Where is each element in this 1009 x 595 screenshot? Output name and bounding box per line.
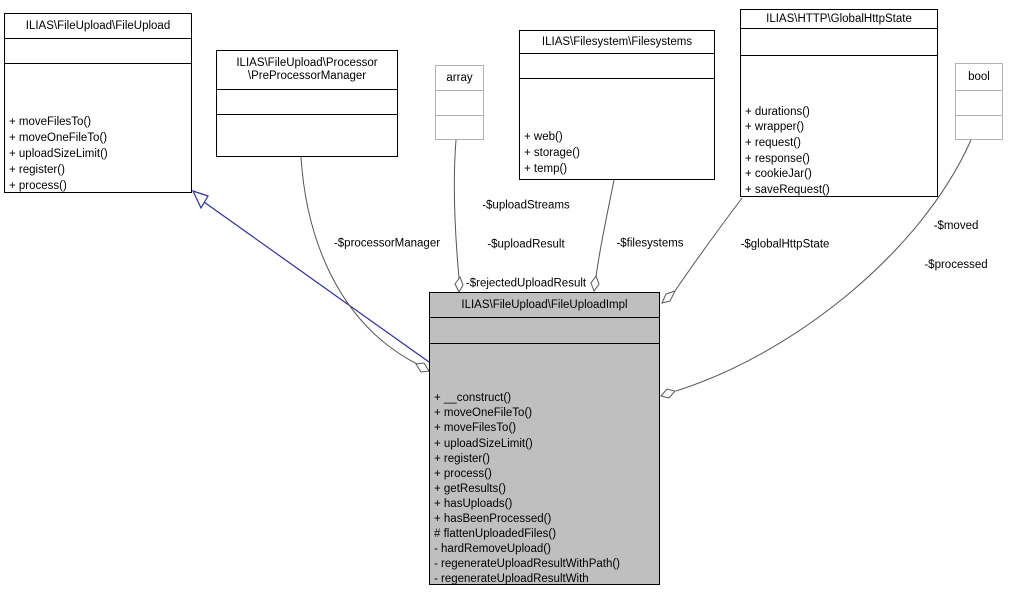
method-item: + getResults()	[434, 482, 506, 495]
class-title-line: ILIAS\FileUpload\Processor	[236, 57, 378, 69]
aggregation-diamond-icon	[661, 290, 676, 304]
method-item: + __construct()	[434, 392, 512, 405]
class-title: array	[436, 66, 483, 91]
edge-label-line: -$uploadResult	[487, 238, 565, 251]
class-node-filesystems[interactable]: ILIAS\Filesystem\Filesystems + web() + st…	[519, 30, 715, 180]
method-item: + web()	[524, 131, 563, 143]
class-title: ILIAS\FileUpload\Processor \PreProcessor…	[217, 51, 397, 90]
method-item: + storage()	[524, 147, 580, 159]
aggregation-diamond-icon	[454, 275, 464, 294]
edge-label-line: -$uploadStreams	[482, 199, 570, 212]
edge-label-global-http-state: -$globalHttpState	[740, 238, 830, 251]
class-title: ILIAS\FileUpload\FileUpload	[5, 14, 191, 39]
edge-label-line: -$rejectedUploadResult	[465, 277, 587, 290]
edge-label-array-members: -$uploadStreams -$uploadResult -$rejecte…	[466, 174, 586, 317]
edge-label-bool-members: -$moved -$processed	[924, 194, 987, 298]
class-node-array: array	[435, 65, 484, 140]
aggregation-edge-array	[453, 139, 460, 279]
class-methods-section: + with()+ process()	[217, 115, 397, 156]
class-methods-section: + moveFilesTo() + moveOneFileTo() + upload…	[5, 64, 191, 192]
method-item: + saveRequest()	[745, 183, 830, 196]
method-item: - regenerateUploadResultWithPath()	[434, 558, 621, 571]
class-node-fileuploadimpl: ILIAS\FileUpload\FileUploadImpl + __cons…	[429, 292, 660, 585]
aggregation-diamond-icon	[415, 362, 430, 373]
class-attributes-section	[5, 39, 191, 64]
method-item: + register()	[434, 452, 490, 465]
method-item: + moveFilesTo()	[434, 422, 517, 435]
class-methods-section	[956, 116, 1002, 137]
method-item: + hasUploads()	[434, 497, 513, 510]
aggregation-diamond-icon	[590, 274, 600, 293]
class-attributes-section	[956, 91, 1002, 116]
method-item: + process()	[434, 467, 492, 480]
method-item: + moveFilesTo()	[9, 116, 92, 128]
inheritance-arrowhead-icon	[191, 189, 209, 210]
class-title: ILIAS\Filesystem\Filesystems	[520, 31, 714, 54]
class-methods-section: + web()+ storage()+ temp()+ customizing(…	[520, 79, 714, 179]
class-node-fileupload[interactable]: ILIAS\FileUpload\FileUpload + moveFilesT…	[4, 13, 192, 193]
method-item: - regenerateUploadResultWith	[434, 573, 589, 584]
method-item: + request()	[745, 136, 801, 149]
class-title-line: \PreProcessorManager	[247, 70, 367, 82]
aggregation-edge-global-http-state	[674, 197, 743, 292]
class-attributes-section	[430, 318, 659, 344]
aggregation-edge-filesystems	[595, 179, 615, 278]
class-attributes-section	[520, 54, 714, 79]
class-node-bool: bool	[955, 63, 1003, 140]
class-node-globalhttpstate[interactable]: ILIAS\HTTP\GlobalHttpState + durations()…	[740, 9, 938, 197]
method-item: + uploadSizeLimit()	[9, 148, 108, 160]
class-attributes-section	[436, 91, 483, 116]
class-attributes-section	[741, 29, 937, 56]
method-item: + response()	[745, 152, 810, 165]
method-item: + durations()	[745, 105, 810, 118]
method-item: + hasBeenProcessed()	[434, 513, 552, 526]
method-item: + moveOneFileTo()	[9, 132, 108, 144]
method-item: + cookieJar()	[745, 168, 812, 181]
class-title: ILIAS\HTTP\GlobalHttpState	[741, 10, 937, 29]
edge-label-filesystems: -$filesystems	[616, 237, 684, 250]
class-node-preprocessormanager[interactable]: ILIAS\FileUpload\Processor \PreProcessor…	[216, 50, 398, 157]
method-item: # flattenUploadedFiles()	[434, 528, 557, 541]
method-item: + temp()	[524, 163, 568, 175]
edge-label-processor-manager: -$processorManager	[333, 237, 441, 250]
edge-label-line: -$moved	[933, 220, 979, 232]
class-title: bool	[956, 64, 1002, 91]
method-item: + moveOneFileTo()	[434, 407, 533, 420]
method-item: + register()	[9, 164, 65, 176]
class-methods-section: + durations() + wrapper() + request() + res…	[741, 56, 937, 196]
class-attributes-section	[217, 90, 397, 115]
aggregation-edge-processor-manager	[300, 156, 418, 365]
aggregation-diamond-icon	[660, 388, 676, 399]
class-methods-section: + __construct() + moveOneFileTo() + moveFi…	[430, 344, 659, 584]
class-methods-section	[436, 116, 483, 139]
aggregation-edge-bool	[675, 139, 972, 392]
edge-label-line: -$processed	[924, 259, 988, 271]
inheritance-edge	[203, 201, 430, 363]
class-title: ILIAS\FileUpload\FileUploadImpl	[430, 293, 659, 318]
method-item: + process()	[9, 180, 67, 192]
method-item: - hardRemoveUpload()	[434, 543, 551, 556]
method-item: + wrapper()	[745, 121, 805, 134]
method-item: + uploadSizeLimit()	[434, 437, 533, 450]
